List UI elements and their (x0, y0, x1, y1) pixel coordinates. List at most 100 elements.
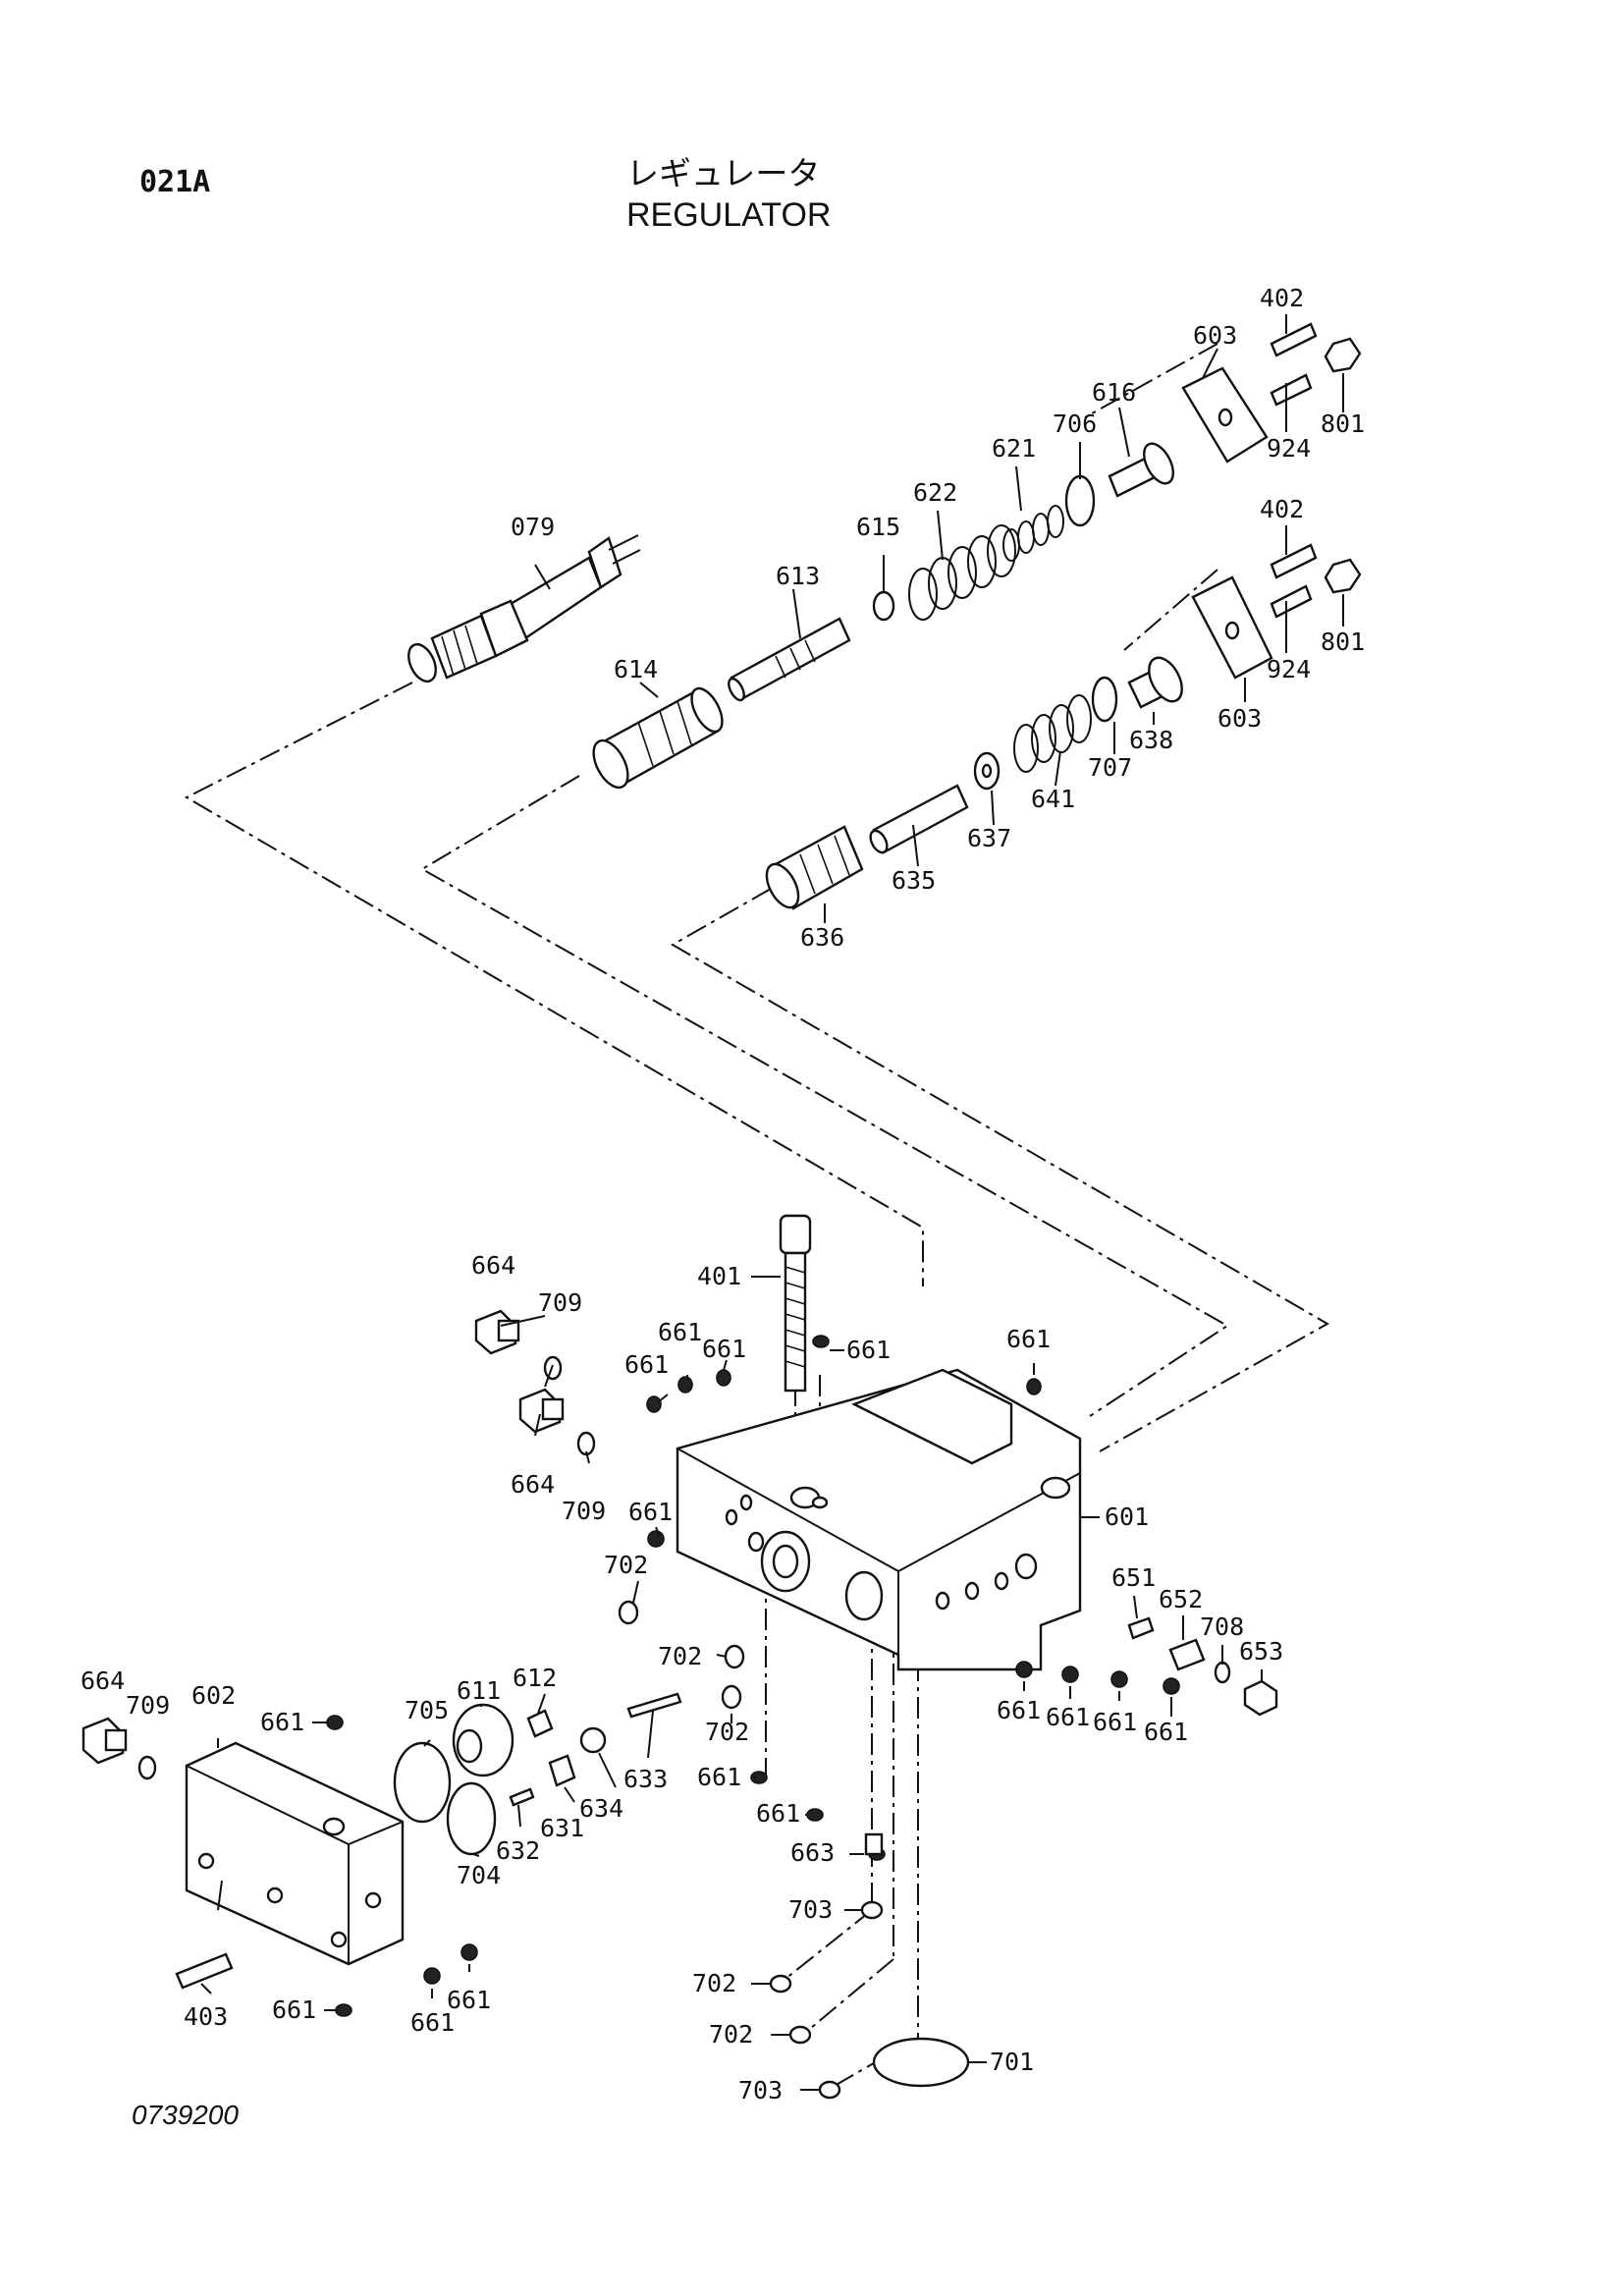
o-ring-704 (446, 1781, 497, 1856)
label-708: 708 (1200, 1613, 1244, 1641)
label-653: 653 (1239, 1637, 1283, 1666)
label-636: 636 (800, 923, 844, 952)
plug-612 (526, 1709, 554, 1738)
label-801-lower: 801 (1321, 628, 1365, 656)
label-661-b: 661 (702, 1335, 746, 1363)
label-661-c: 661 (624, 1350, 669, 1379)
cover-602 (185, 1741, 405, 1966)
label-703-a: 703 (788, 1895, 833, 1924)
label-661-h: 661 (1046, 1703, 1090, 1731)
o-ring-709-upper (543, 1355, 563, 1381)
o-ring-703-a (860, 1900, 884, 1920)
label-402-lower: 402 (1260, 495, 1304, 523)
leader-lines (200, 314, 1344, 2091)
label-661-l: 661 (697, 1763, 741, 1791)
label-637: 637 (967, 824, 1011, 852)
label-664-upper: 664 (471, 1251, 515, 1280)
stud-924-upper (1270, 373, 1313, 407)
stem-633 (626, 1692, 682, 1719)
assembly-line-636 (670, 888, 1330, 1452)
label-635: 635 (892, 866, 936, 895)
label-652: 652 (1159, 1585, 1203, 1613)
label-661-e: 661 (1006, 1325, 1051, 1353)
label-707: 707 (1088, 753, 1132, 782)
label-613: 613 (776, 562, 820, 590)
label-661-d: 661 (846, 1336, 891, 1364)
label-664-middle: 664 (511, 1470, 555, 1499)
spool-613 (728, 617, 851, 702)
label-638: 638 (1129, 726, 1173, 754)
label-703-b: 703 (738, 2076, 783, 2105)
o-ring-709-middle (576, 1431, 596, 1456)
nut-801-lower (1324, 558, 1362, 594)
label-641: 641 (1031, 785, 1075, 813)
assembly-line-702e (804, 1958, 894, 2034)
label-702-a: 702 (604, 1551, 648, 1579)
piston-611 (452, 1703, 514, 1777)
callout-labels: 079 614 613 615 622 621 706 616 603 402 … (81, 284, 1365, 2105)
o-ring-702-a (618, 1600, 639, 1625)
label-601: 601 (1105, 1503, 1149, 1531)
label-924-lower: 924 (1267, 655, 1311, 683)
title-japanese: レギュレータ (626, 155, 821, 191)
label-661-k: 661 (260, 1708, 304, 1736)
label-611: 611 (457, 1676, 501, 1705)
label-602: 602 (191, 1681, 236, 1710)
o-ring-705 (393, 1741, 452, 1824)
label-633: 633 (623, 1765, 668, 1793)
label-603-upper: 603 (1193, 321, 1237, 350)
label-402-upper: 402 (1260, 284, 1304, 312)
o-ring-702-e (788, 2025, 812, 2045)
label-705: 705 (405, 1696, 449, 1724)
o-ring-708 (1214, 1661, 1231, 1684)
o-ring-702-c (721, 1684, 742, 1710)
label-664-lower: 664 (81, 1667, 125, 1695)
bolt-403 (175, 1952, 234, 1990)
plug-638 (1127, 656, 1183, 709)
housing-601 (676, 1368, 1082, 1671)
label-616: 616 (1092, 378, 1136, 407)
label-612: 612 (513, 1664, 557, 1692)
label-622: 622 (913, 478, 957, 507)
label-709-middle: 709 (562, 1497, 606, 1525)
label-634: 634 (579, 1794, 623, 1823)
nut-801-upper (1324, 337, 1362, 373)
plug-664-upper (474, 1309, 520, 1355)
assembly-line-702d (784, 1909, 873, 1980)
label-661-a: 661 (658, 1318, 702, 1346)
label-401: 401 (697, 1262, 741, 1290)
plug-631 (548, 1754, 576, 1787)
o-ring-709-lower (137, 1755, 157, 1780)
label-661-g: 661 (997, 1696, 1041, 1724)
label-702-b: 702 (658, 1642, 702, 1670)
label-663: 663 (790, 1838, 835, 1867)
assembly-line-upper-cover (1084, 343, 1218, 418)
plug-653 (1243, 1679, 1278, 1717)
label-621: 621 (992, 434, 1036, 463)
o-ring-707 (1091, 676, 1118, 723)
bolt-401 (779, 1214, 812, 1393)
label-704: 704 (457, 1861, 501, 1889)
label-661-m: 661 (756, 1799, 800, 1828)
label-709-upper: 709 (538, 1288, 582, 1317)
sleeve-614 (592, 686, 724, 790)
label-403: 403 (184, 2002, 228, 2031)
label-702-e: 702 (709, 2020, 753, 2049)
spring-641 (1013, 694, 1092, 773)
seat-634 (579, 1726, 607, 1754)
label-651: 651 (1111, 1563, 1156, 1592)
assembly-line-079 (184, 682, 924, 1286)
label-632: 632 (496, 1836, 540, 1865)
label-706: 706 (1053, 410, 1097, 438)
assembly-line-614 (420, 775, 1229, 1417)
plug-652 (1168, 1638, 1206, 1671)
pin-632 (509, 1787, 535, 1807)
figure-number: 0739200 (132, 2100, 240, 2130)
stud-924-lower (1270, 584, 1313, 619)
o-ring-703-b (818, 2080, 841, 2100)
o-ring-701 (872, 2037, 970, 2088)
sleeve-636 (765, 825, 864, 910)
title-english: REGULATOR (626, 196, 832, 234)
